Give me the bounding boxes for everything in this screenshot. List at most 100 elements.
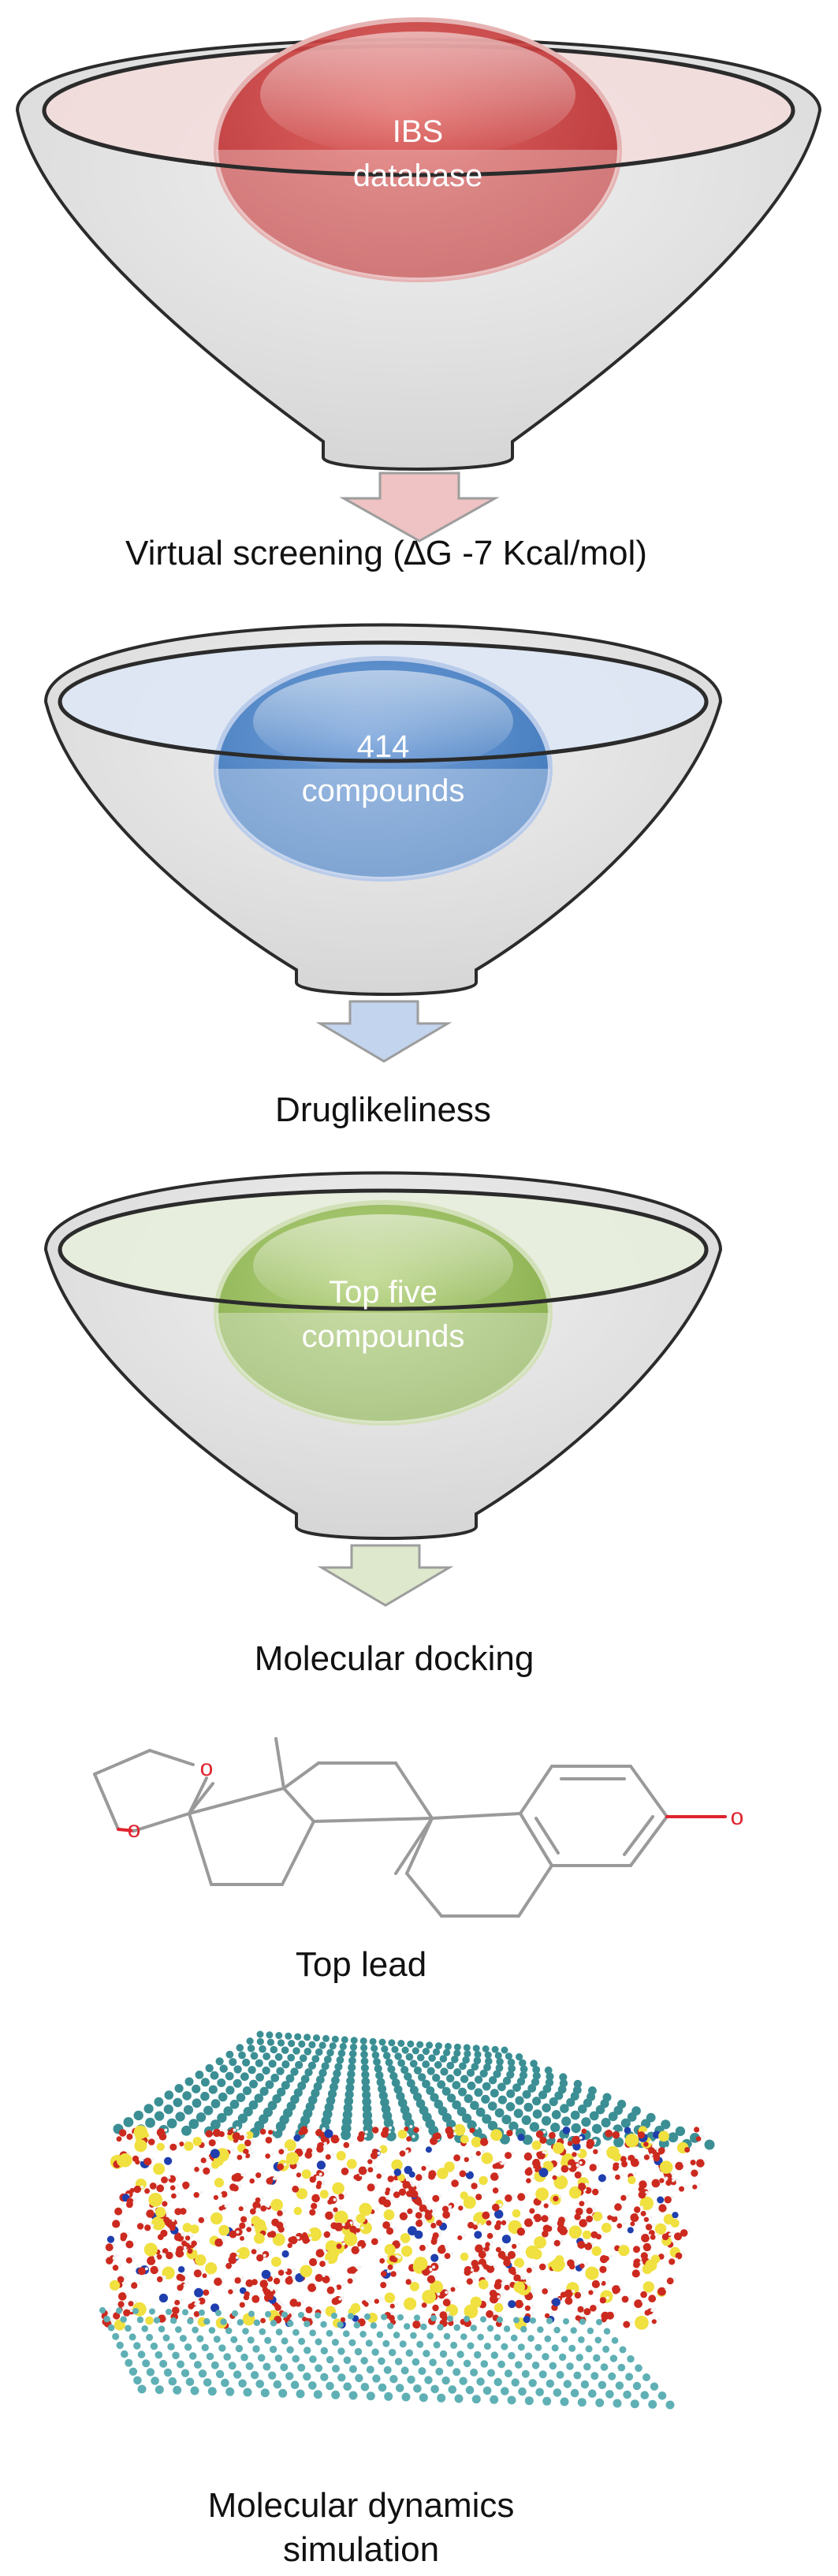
carbon-atom xyxy=(237,2113,248,2123)
carbon-atom xyxy=(273,2380,282,2389)
oxygen-atom xyxy=(315,2273,323,2283)
hydrogen-atom xyxy=(183,2283,187,2287)
carbon-atom xyxy=(391,2078,400,2087)
hydrogen-atom xyxy=(356,2225,359,2229)
hydrogen-atom xyxy=(648,2257,652,2261)
carbon-atom xyxy=(264,2336,272,2344)
carbon-atom xyxy=(275,2032,283,2039)
carbon-atom xyxy=(435,2367,444,2376)
hydrogen-atom xyxy=(585,2183,589,2186)
ion-atom xyxy=(332,2182,345,2195)
hydrogen-atom xyxy=(431,2212,435,2216)
carbon-atom xyxy=(508,2121,519,2131)
hydrogen-atom xyxy=(307,2315,311,2319)
oxygen-atom xyxy=(205,2130,213,2138)
carbon-atom xyxy=(230,2336,238,2343)
hydrogen-atom xyxy=(511,2194,515,2198)
carbon-atom xyxy=(487,2101,497,2111)
carbon-atom xyxy=(458,2087,467,2097)
carbon-atom xyxy=(188,2119,199,2130)
carbon-atom xyxy=(516,2053,523,2061)
hydrogen-atom xyxy=(649,2140,653,2144)
oxygen-atom xyxy=(268,2130,274,2135)
carbon-atom xyxy=(445,2042,452,2050)
carbon-atom xyxy=(365,2339,373,2347)
oxygen-atom xyxy=(538,2263,546,2271)
hydrogen-atom xyxy=(333,2286,337,2290)
carbon-atom xyxy=(259,2086,269,2096)
carbon-atom xyxy=(355,2373,363,2383)
oxygen-atom xyxy=(467,2221,475,2229)
hydrogen-atom xyxy=(646,2180,650,2184)
carbon-atom xyxy=(348,2056,356,2065)
carbon-atom xyxy=(200,2078,210,2087)
carbon-atom xyxy=(542,2353,549,2361)
hydrogen-atom xyxy=(406,2175,410,2179)
nitrogen-atom xyxy=(194,2287,203,2298)
hydrogen-atom xyxy=(323,2249,326,2253)
hydrogen-atom xyxy=(390,2189,394,2193)
hydrogen-atom xyxy=(441,2131,444,2135)
carbon-atom xyxy=(522,2090,531,2099)
hydrogen-atom xyxy=(312,2147,316,2151)
carbon-atom xyxy=(360,2383,370,2391)
hydrogen-atom xyxy=(273,2275,277,2279)
carbon-atom xyxy=(360,2050,368,2059)
nitrogen-atom xyxy=(523,2315,531,2324)
carbon-atom xyxy=(573,2079,583,2089)
hydrogen-atom xyxy=(183,2246,187,2250)
oxygen-atom xyxy=(296,2172,301,2178)
oxygen-atom xyxy=(367,2159,373,2164)
carbon-atom xyxy=(609,2354,618,2362)
carbon-atom xyxy=(175,2326,182,2333)
oxygen-atom xyxy=(169,2224,176,2231)
carbon-atom xyxy=(248,2100,259,2110)
carbon-atom xyxy=(263,2362,271,2371)
oxygen-atom xyxy=(695,2136,702,2142)
carbon-atom xyxy=(198,2369,207,2378)
carbon-atom xyxy=(203,2105,214,2116)
hydrogen-atom xyxy=(236,2126,240,2130)
hydrogen-atom xyxy=(247,2215,251,2219)
carbon-atom xyxy=(298,2312,304,2318)
hydrogen-atom xyxy=(322,2128,326,2132)
hydrogen-atom xyxy=(178,2306,182,2310)
hydrogen-atom xyxy=(194,2302,198,2306)
hydrogen-atom xyxy=(151,2224,155,2227)
hydrogen-atom xyxy=(702,2134,706,2138)
carbon-atom xyxy=(274,2354,283,2362)
nitrogen-atom xyxy=(281,2250,289,2258)
oxygen-atom xyxy=(149,2183,157,2190)
carbon-atom xyxy=(508,2064,516,2073)
oxygen-atom xyxy=(251,2249,257,2255)
carbon-atom xyxy=(304,2068,313,2077)
hydrogen-atom xyxy=(517,2242,521,2246)
carbon-atom xyxy=(464,2316,470,2322)
oxygen-atom xyxy=(490,2172,499,2181)
oxygen-atom xyxy=(506,2130,513,2137)
carbon-atom xyxy=(196,2335,204,2343)
carbon-atom xyxy=(116,2307,122,2314)
hydrogen-atom xyxy=(527,2277,531,2280)
oxygen-atom xyxy=(606,2311,614,2320)
hydrogen-atom xyxy=(364,2240,368,2244)
oxygen-atom xyxy=(578,2183,587,2191)
oxygen-atom xyxy=(664,2196,672,2204)
carbon-atom xyxy=(446,2074,455,2083)
oxygen-atom xyxy=(575,2315,581,2321)
hydrogen-atom xyxy=(373,2165,377,2169)
oxygen-atom xyxy=(645,2224,653,2231)
oxygen-atom xyxy=(234,2277,241,2284)
carbon-atom xyxy=(611,2337,619,2344)
hydrogen-atom xyxy=(375,2208,379,2211)
hydrogen-atom xyxy=(617,2215,621,2219)
hydrogen-atom xyxy=(133,2197,137,2201)
oxygen-atom xyxy=(193,2269,202,2278)
hydrogen-atom xyxy=(163,2184,167,2188)
carbon-atom xyxy=(210,2119,221,2130)
oxygen-atom xyxy=(399,2212,408,2220)
oxygen-atom xyxy=(393,2191,400,2198)
oxygen-atom xyxy=(539,2136,547,2144)
carbon-atom xyxy=(326,2355,334,2364)
hydrogen-atom xyxy=(581,2313,585,2317)
